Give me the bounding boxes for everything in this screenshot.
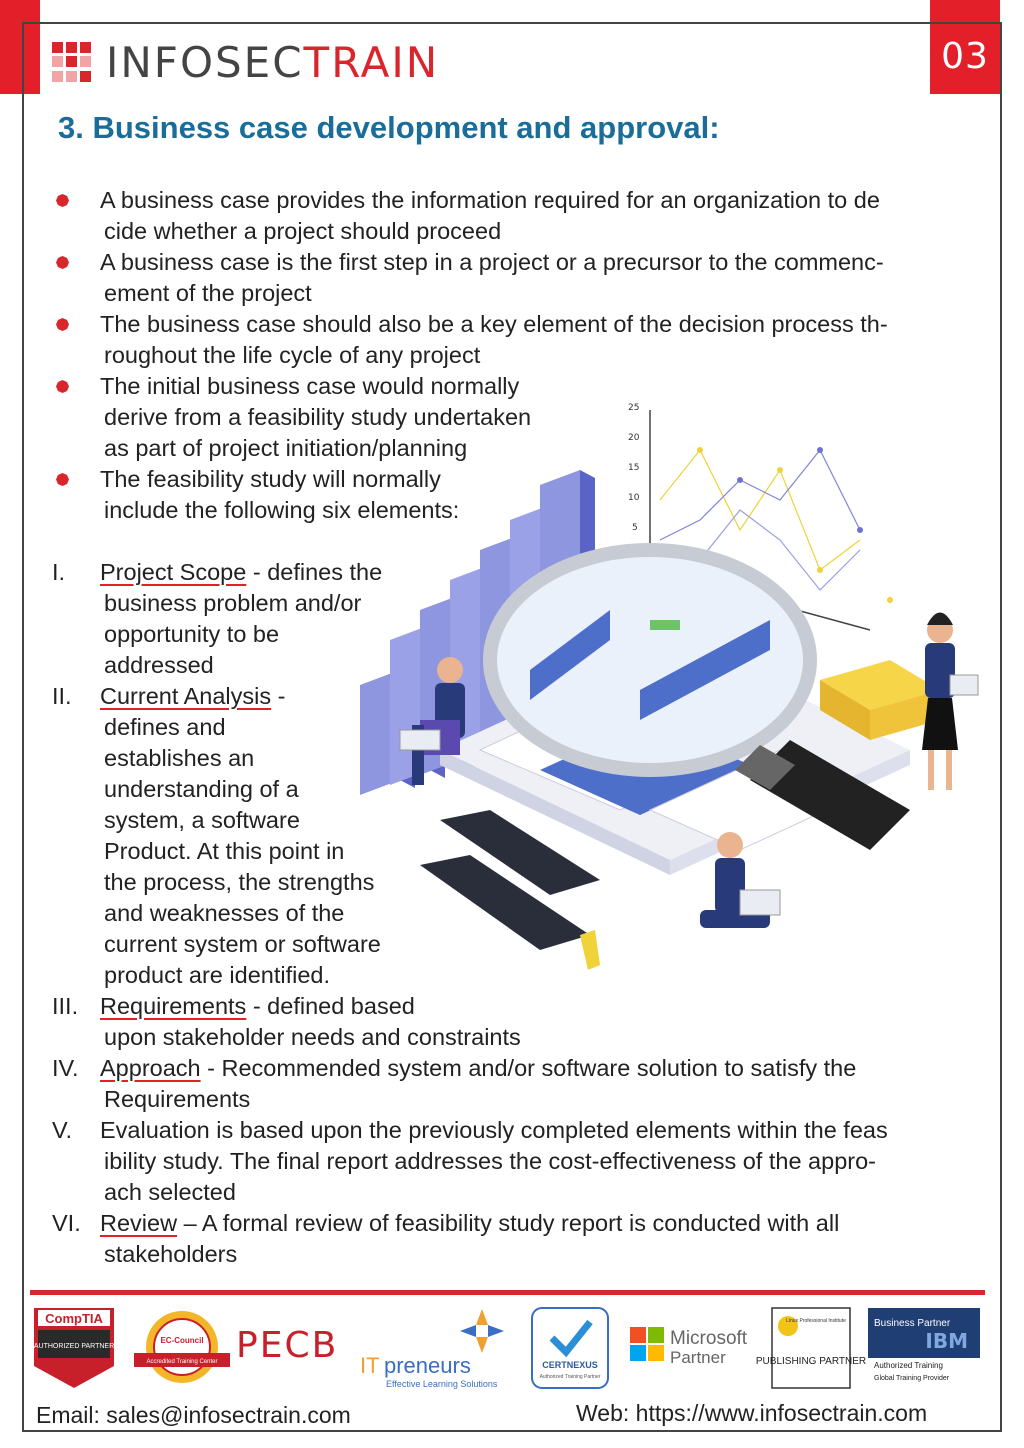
main-content: A business case provides the information… bbox=[52, 185, 982, 1270]
svg-text:preneurs: preneurs bbox=[384, 1353, 471, 1378]
corner-accent-left bbox=[0, 0, 40, 94]
logo-mark-icon bbox=[52, 42, 92, 82]
businesswoman-standing-graphic bbox=[922, 612, 979, 790]
magnifier-graphic bbox=[483, 543, 910, 850]
svg-text:20: 20 bbox=[628, 433, 640, 443]
markers-graphic bbox=[420, 810, 600, 970]
pecb-logo: PECB bbox=[236, 1325, 338, 1366]
svg-text:5: 5 bbox=[632, 523, 638, 533]
bullet-icon bbox=[56, 194, 69, 207]
svg-text:Accredited Training Center: Accredited Training Center bbox=[146, 1359, 217, 1365]
ec-council-logo: EC-Council Accredited Training Center bbox=[134, 1311, 230, 1383]
infosectrain-logo: INFOSECTRAIN bbox=[52, 37, 440, 87]
svg-text:IBM: IBM bbox=[925, 1329, 968, 1353]
svg-text:15: 15 bbox=[628, 463, 639, 473]
element-approach: IV. Approach - Recommended system and/or… bbox=[52, 1055, 857, 1112]
logo-text: INFOSECTRAIN bbox=[106, 37, 440, 87]
bullet-icon bbox=[56, 380, 69, 393]
svg-text:Authorized Training: Authorized Training bbox=[874, 1361, 943, 1370]
businessman-laptop-graphic bbox=[700, 832, 781, 928]
svg-text:Partner: Partner bbox=[670, 1348, 726, 1367]
svg-text:Authorized Training Partner: Authorized Training Partner bbox=[540, 1374, 601, 1380]
bullet-icon bbox=[56, 473, 69, 486]
svg-text:CERTNEXUS: CERTNEXUS bbox=[542, 1360, 598, 1370]
svg-text:PUBLISHING PARTNER: PUBLISHING PARTNER bbox=[756, 1356, 866, 1367]
element-evaluation: V. Evaluation is based upon the previous… bbox=[52, 1117, 888, 1205]
comptia-logo: CompTIA AUTHORIZED PARTNER bbox=[34, 1308, 114, 1388]
element-requirements: III. Requirements - defined based upon s… bbox=[52, 993, 521, 1050]
svg-text:10: 10 bbox=[628, 493, 640, 503]
footer-divider bbox=[30, 1290, 985, 1295]
svg-text:CompTIA: CompTIA bbox=[45, 1311, 103, 1326]
svg-text:25: 25 bbox=[628, 403, 639, 413]
page-frame bbox=[22, 22, 1002, 1432]
svg-text:Effective Learning Solutions: Effective Learning Solutions bbox=[386, 1379, 498, 1389]
page-number: 03 bbox=[941, 36, 989, 77]
bullet-item: The feasibility study will normally incl… bbox=[52, 464, 592, 526]
svg-text:Linux Professional Institute: Linux Professional Institute bbox=[786, 1318, 846, 1324]
bullet-icon bbox=[56, 318, 69, 331]
contact-email: Email: sales@infosectrain.com bbox=[36, 1402, 351, 1428]
bullet-item: The business case should also be a key e… bbox=[52, 309, 982, 371]
svg-text:Microsoft: Microsoft bbox=[670, 1328, 748, 1349]
section-heading: 3. Business case development and approva… bbox=[58, 110, 720, 145]
ibm-logo: Business Partner IBM Authorized Training… bbox=[868, 1308, 980, 1382]
element-current-analysis: II. Current Analysis - defines and estab… bbox=[52, 683, 381, 988]
bullet-item: A business case provides the information… bbox=[52, 185, 982, 247]
certnexus-logo: CERTNEXUS Authorized Training Partner bbox=[531, 1307, 609, 1389]
microsoft-logo: Microsoft Partner bbox=[630, 1327, 748, 1367]
data-analysis-illustration: 25 20 15 10 5 0 bbox=[360, 403, 979, 970]
bullet-item: A business case is the first step in a p… bbox=[52, 247, 982, 309]
bullet-item: The initial business case would normally… bbox=[52, 371, 592, 464]
svg-text:Business Partner: Business Partner bbox=[874, 1318, 951, 1329]
svg-text:IT: IT bbox=[360, 1353, 380, 1378]
partner-logos: CompTIA AUTHORIZED PARTNER EC-Council Ac… bbox=[34, 1307, 980, 1389]
itpreneurs-logo: IT preneurs Effective Learning Solutions bbox=[360, 1309, 504, 1389]
bullet-icon bbox=[56, 256, 69, 269]
page-number-tab bbox=[930, 0, 1000, 94]
businessman-sitting-graphic bbox=[399, 657, 465, 785]
element-review: VI. Review – A formal review of feasibil… bbox=[52, 1210, 840, 1267]
svg-text:Global Training Provider: Global Training Provider bbox=[874, 1375, 950, 1382]
svg-text:EC-Council: EC-Council bbox=[160, 1336, 203, 1345]
sticky-notes-graphic bbox=[820, 660, 940, 740]
svg-text:AUTHORIZED PARTNER: AUTHORIZED PARTNER bbox=[34, 1343, 114, 1350]
element-project-scope: I. Project Scope - defines the business … bbox=[52, 559, 383, 678]
contact-website: Web: https://www.infosectrain.com bbox=[576, 1400, 928, 1426]
lpi-logo: Linux Professional Institute PUBLISHING … bbox=[756, 1307, 866, 1389]
